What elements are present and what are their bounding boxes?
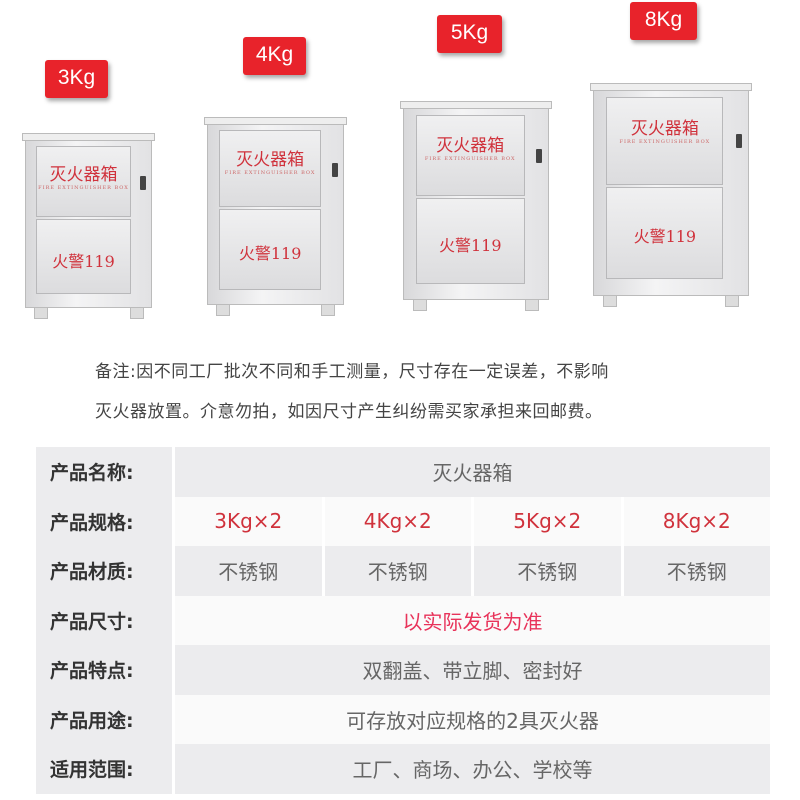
row-label: 产品名称: — [36, 447, 172, 497]
door-alarm: 火警119 — [438, 235, 502, 255]
door-title: 灭火器箱 — [49, 164, 118, 185]
row-scope: 适用范围:工厂、商场、办公、学校等 — [36, 744, 770, 794]
door-title: 灭火器箱 — [236, 150, 305, 171]
row-label: 产品尺寸: — [36, 595, 172, 645]
row-label: 产品材质: — [36, 546, 172, 596]
spec-cell: 3Kg×2 — [175, 496, 322, 546]
upper-door: 灭火器箱 FIRE EXTINGUISHER BOX — [36, 145, 131, 218]
scope-value: 工厂、商场、办公、学校等 — [175, 744, 770, 794]
spec-table: 产品名称:灭火器箱 产品规格: 3Kg×2 4Kg×2 5Kg×2 8Kg×2 … — [33, 447, 773, 794]
note-line-2: 灭火器放置。介意勿拍，如因尺寸产生纠纷需买家承担来回邮费。 — [95, 402, 603, 422]
door-subtitle: FIRE EXTINGUISHER BOX — [424, 155, 516, 162]
row-name: 产品名称:灭火器箱 — [36, 447, 770, 497]
door-alarm: 火警119 — [238, 244, 302, 264]
row-material: 产品材质: 不锈钢 不锈钢 不锈钢 不锈钢 — [36, 546, 770, 596]
cabinet-image: 灭火器箱 FIRE EXTINGUISHER BOX 火警119 — [590, 83, 752, 307]
cabinet-image: 灭火器箱 FIRE EXTINGUISHER BOX 火警119 — [204, 117, 347, 316]
door-subtitle: FIRE EXTINGUISHER BOX — [619, 139, 711, 146]
lower-door: 火警119 — [36, 218, 131, 294]
row-label: 产品用途: — [36, 694, 172, 744]
size-tag: 4Kg — [243, 37, 306, 75]
row-spec: 产品规格: 3Kg×2 4Kg×2 5Kg×2 8Kg×2 — [36, 496, 770, 546]
door-alarm: 火警119 — [52, 251, 115, 271]
upper-door: 灭火器箱 FIRE EXTINGUISHER BOX — [218, 130, 322, 208]
cabinet-leg — [412, 299, 427, 311]
cabinet-top — [590, 83, 752, 91]
lower-door: 火警119 — [415, 198, 525, 284]
material-cell: 不锈钢 — [474, 546, 621, 596]
lock-icon — [140, 175, 146, 190]
cabinet-leg — [525, 299, 540, 311]
row-label: 产品规格: — [36, 496, 172, 546]
door-alarm: 火警119 — [633, 226, 697, 246]
lock-icon — [331, 162, 338, 177]
cabinet-leg — [320, 304, 335, 316]
dimension-value: 以实际发货为准 — [175, 595, 770, 645]
cabinet-leg — [33, 307, 48, 319]
door-subtitle: FIRE EXTINGUISHER BOX — [38, 184, 129, 191]
door-title: 灭火器箱 — [436, 135, 505, 156]
usage-value: 可存放对应规格的2具灭火器 — [175, 694, 770, 744]
cabinet-top — [204, 117, 347, 125]
material-cell: 不锈钢 — [175, 546, 322, 596]
size-tag: 8Kg — [630, 2, 697, 40]
cabinet-image: 灭火器箱 FIRE EXTINGUISHER BOX 火警119 — [22, 133, 155, 319]
lower-door: 火警119 — [218, 209, 322, 290]
row-usage: 产品用途:可存放对应规格的2具灭火器 — [36, 694, 770, 744]
row-features: 产品特点:双翻盖、带立脚、密封好 — [36, 645, 770, 695]
row-label: 产品特点: — [36, 645, 172, 695]
size-tag: 3Kg — [45, 60, 108, 98]
features-value: 双翻盖、带立脚、密封好 — [175, 645, 770, 695]
cabinet-top — [400, 101, 552, 109]
spec-cell: 5Kg×2 — [474, 496, 621, 546]
row-label: 适用范围: — [36, 744, 172, 794]
cabinet-leg — [129, 307, 144, 319]
spec-cell: 4Kg×2 — [324, 496, 471, 546]
door-title: 灭火器箱 — [630, 119, 699, 140]
cabinet-leg — [724, 295, 739, 307]
lower-door: 火警119 — [606, 187, 724, 279]
cabinet-image: 灭火器箱 FIRE EXTINGUISHER BOX 火警119 — [400, 101, 552, 311]
door-subtitle: FIRE EXTINGUISHER BOX — [224, 170, 316, 177]
note-line-1: 备注:因不同工厂批次不同和手工测量，尺寸存在一定误差，不影响 — [95, 362, 609, 382]
cabinet-leg — [216, 304, 231, 316]
material-cell: 不锈钢 — [324, 546, 471, 596]
row-dimension: 产品尺寸:以实际发货为准 — [36, 595, 770, 645]
cabinet-leg — [603, 295, 618, 307]
material-cell: 不锈钢 — [623, 546, 770, 596]
lock-icon — [735, 134, 742, 149]
lock-icon — [536, 149, 543, 164]
upper-door: 灭火器箱 FIRE EXTINGUISHER BOX — [415, 114, 525, 197]
spec-cell: 8Kg×2 — [623, 496, 770, 546]
product-name: 灭火器箱 — [175, 447, 770, 497]
cabinet-top — [22, 133, 155, 141]
size-tag: 5Kg — [437, 15, 502, 53]
upper-door: 灭火器箱 FIRE EXTINGUISHER BOX — [606, 97, 724, 185]
